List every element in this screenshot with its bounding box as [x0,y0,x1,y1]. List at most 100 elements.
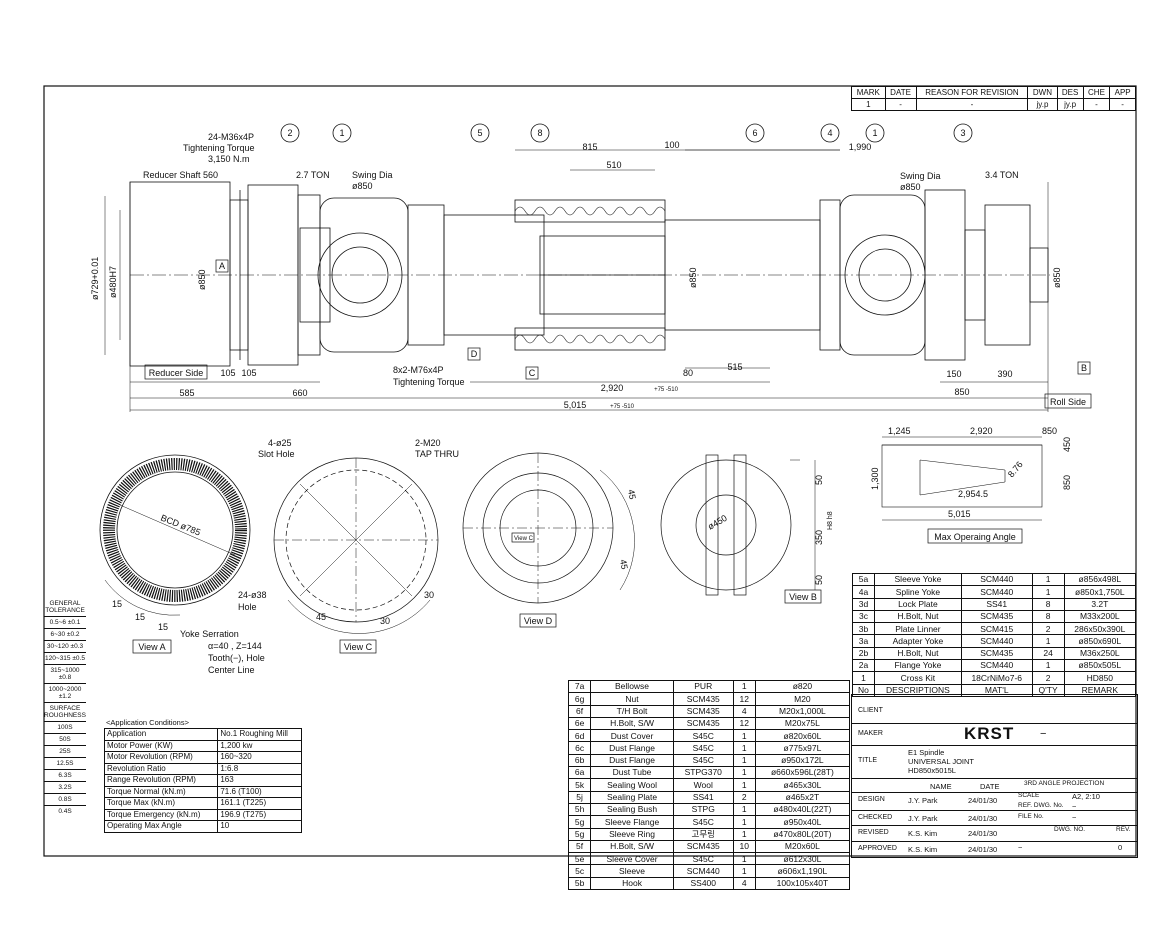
parts-upper-row-cell: 286x50x390L [1063,622,1137,636]
view-a-holes: 24-ø38 [238,590,267,600]
view-a-note2: α=40 , Z=144 [208,641,262,651]
max-angle-29545: 2,954.5 [958,489,988,499]
parts-lower-row-cell: M20 [754,692,851,706]
parts-lower-row-cell: ø950x172L [754,753,851,768]
parts-lower-row-cell: Sealing Bush [590,802,674,817]
parts-upper-row-cell: 2 [1031,671,1065,685]
tb-d3: 24/01/30 [968,829,998,838]
application-row-cell: Motor Power (KW) [103,739,219,752]
application-row-cell: Torque Normal (kN.m) [103,785,219,798]
parts-upper-row-cell: Lock Plate [873,597,962,611]
parts-lower-row-cell: 5g [567,827,592,841]
parts-lower-row-cell: ø612x30L [754,852,851,866]
parts-lower-row-cell: Dust Cover [590,729,674,743]
callout-bolt-mid: 8x2-M76x4P [393,365,444,375]
dim-105b: 105 [241,368,256,378]
parts-lower-row-cell: 1 [732,802,756,817]
callout-torque-top-value: 3,150 N.m [208,154,250,164]
max-angle-1300: 1,300 [870,467,880,490]
dim-850: 850 [954,387,969,397]
tb-fileno-v: − [1072,813,1077,822]
tb-refno-l: REF. DWG. No. [1018,802,1064,809]
tb-n4: K.S. Kim [908,845,938,854]
rough-row: 0.4S [44,805,86,817]
application-row-cell: Torque Max (kN.m) [103,797,219,810]
parts-lower-row-cell: 6c [567,741,592,755]
callout-swing-right-1: Swing Dia [900,171,941,181]
parts-lower-row-cell: 1 [732,753,756,768]
parts-upper-row-cell: 3b [852,622,875,636]
tb-client-label: CLIENT [858,707,883,714]
parts-lower-row-cell: Dust Flange [590,753,674,768]
balloon-6: 6 [752,128,757,138]
parts-lower-row-cell: Sealing Wool [590,778,674,792]
dim-phi-850-left: ø850 [197,269,207,290]
balloon-1b: 1 [872,128,877,138]
rev-h-reason: REASON FOR REVISION [915,85,1029,100]
parts-lower-row-cell: Sleeve Cover [590,852,674,866]
section-b: B [1081,363,1087,373]
tb-approved: APPROVED [858,845,897,852]
parts-lower-row-cell: H.Bolt, S/W [590,839,674,854]
rev-h-app: APP [1109,85,1136,100]
parts-lower-row-cell: S45C [672,815,734,829]
view-d-tag: View C [514,536,534,542]
parts-upper-row-cell: H.Bolt, Nut [873,646,962,661]
tol-row: 315~1000 ±0.8 [44,664,86,683]
parts-lower-row-cell: STPG [672,802,734,817]
tb-title3: HD850x5015L [908,766,956,775]
tol-row: 120~315 ±0.5 [44,652,86,664]
application-row-cell: 161.1 (T225) [217,797,302,810]
parts-lower-row-cell: 12 [732,716,756,731]
tb-d4: 24/01/30 [968,845,998,854]
parts-lower-row-cell: S45C [672,741,734,755]
parts-lower-row-cell: 6g [567,692,592,706]
view-b-d50a: 50 [814,475,824,485]
dim-815: 815 [582,142,597,152]
parts-upper-row-cell: SCM440 [960,572,1033,587]
tb-scale-v: A2, 2:10 [1072,792,1100,801]
application-row: Torque Max (kN.m)161.1 (T225) [103,797,302,810]
application-row-cell: 160~320 [217,751,302,764]
parts-upper-row-cell: 8 [1031,609,1065,624]
dim-150: 150 [946,369,961,379]
parts-upper-row-cell: ø850x1,750L [1063,585,1137,599]
parts-upper-row-cell: Spline Yoke [873,585,962,599]
tol-row: 6~30 ±0.2 [44,628,86,640]
parts-lower-row-cell: H.Bolt, S/W [590,716,674,731]
dim-phi-729: ø729+0.01 [90,257,100,300]
dimension-lines [104,149,1049,412]
parts-lower-row-cell: SCM440 [672,864,734,878]
parts-lower-row-cell: PUR [672,679,734,694]
dim-100: 100 [664,140,679,150]
max-angle-5015: 5,015 [948,509,971,519]
tb-revised: REVISED [858,829,889,836]
parts-upper-row-cell: SCM435 [960,609,1033,624]
view-a-note3: Tooth(−), Hole [208,653,265,663]
max-angle-diagram [881,436,1043,521]
callout-ton-right: 3.4 TON [985,170,1019,180]
parts-upper-row-cell: SCM415 [960,622,1033,636]
parts-lower-row-cell: ø820x60L [754,729,851,743]
parts-lower-row-cell: 6a [567,766,592,780]
tb-title1: E1 Spindle [908,748,945,757]
rev-h-date: DATE [884,85,917,100]
parts-lower-row-cell: 5h [567,802,592,817]
parts-upper-row-cell: DESCRIPTIONS [873,683,962,697]
callout-swing-left-2: ø850 [352,181,373,191]
parts-upper-row-cell: Flange Yoke [873,659,962,673]
title-block: CLIENT MAKER KRST − TITLE E1 Spindle UNI… [851,694,1138,858]
balloon-5: 5 [477,128,482,138]
parts-upper-row-cell: Plate Linner [873,622,962,636]
parts-lower-row-cell: SS400 [672,876,734,891]
rev-c-app: - [1109,98,1136,112]
